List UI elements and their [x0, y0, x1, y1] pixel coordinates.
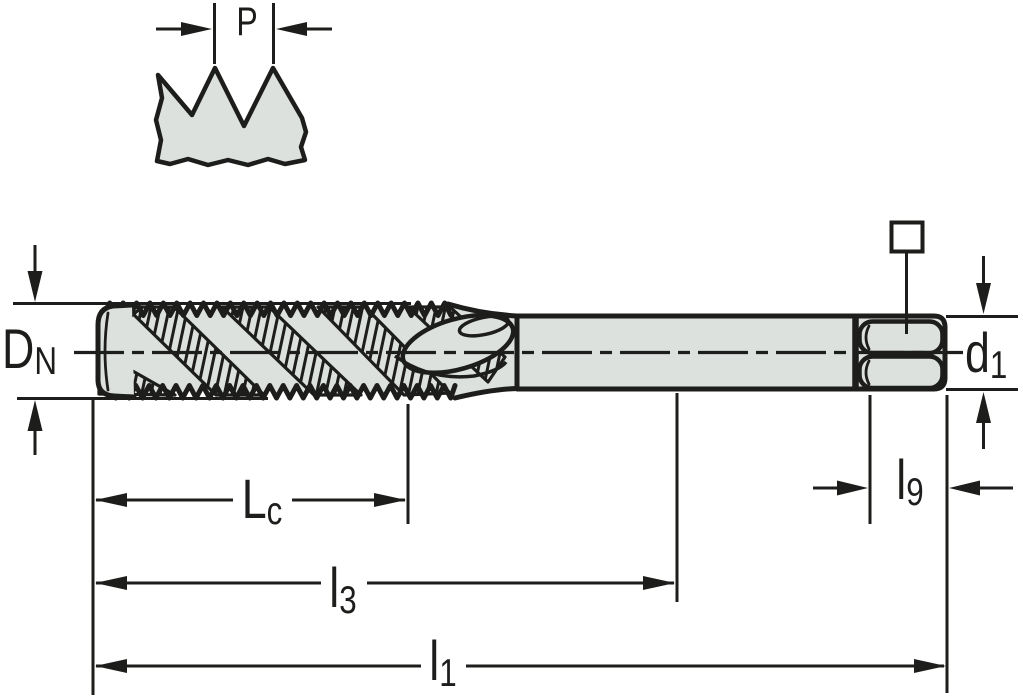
dimension-overall-length	[95, 395, 949, 693]
nominal-diameter-label-sub: N	[34, 340, 58, 384]
l3-arrowhead-left	[95, 576, 127, 590]
square-flat-bottom	[857, 354, 945, 391]
pitch-arrowhead-left	[181, 22, 212, 36]
l1-arrowhead-right	[914, 659, 946, 673]
chamfer-length-label-text: L	[241, 466, 267, 530]
d1-arrowhead-bottom	[976, 392, 991, 423]
thread-crest-top	[100, 300, 454, 318]
nominal-diameter-label: DN	[2, 320, 58, 384]
runout-lower-edge	[393, 354, 508, 379]
chamfer-length-label: Lc	[242, 470, 283, 534]
thread-profile-detail	[153, 3, 332, 168]
dimension-thread-length	[95, 393, 679, 602]
chamfer-length-label-sub: c	[266, 490, 283, 534]
overall-length-label-sub: 1	[439, 652, 457, 696]
d1-arrowhead-top	[976, 283, 991, 314]
l1-arrowhead-left	[95, 659, 127, 673]
thread-length-label-sub: 3	[339, 579, 357, 623]
dn-arrowhead-bottom	[27, 400, 43, 431]
thread-profile-shape	[153, 65, 309, 168]
pitch-arrowhead-right	[276, 22, 307, 36]
shank-diameter-label-sub: 1	[989, 344, 1008, 388]
lc-arrowhead-left	[95, 493, 127, 507]
runout-leaf-inner	[457, 314, 511, 338]
l9-arrowhead-right	[949, 480, 980, 496]
pitch-label: P	[236, 2, 257, 44]
square-flat-bottom-arc	[864, 359, 871, 386]
square-length-label-text: l	[896, 447, 907, 511]
dimension-chamfer-length	[91, 400, 410, 695]
square-symbol-icon	[889, 220, 925, 254]
square-flat-top	[857, 319, 945, 356]
l3-arrowhead-right	[643, 576, 675, 590]
pitch-label-text: P	[236, 0, 258, 44]
lc-arrowhead-right	[374, 493, 406, 507]
dimension-nominal-diameter	[13, 245, 411, 455]
flute-runout	[393, 313, 516, 379]
square-length-label: l9	[896, 451, 924, 515]
neck-bottom-edge	[452, 386, 520, 401]
square-length-label-sub: 9	[906, 471, 924, 515]
thread-length-label-text: l	[329, 555, 340, 619]
dn-arrowhead-top	[27, 271, 43, 302]
thread-crest-bottom	[106, 383, 458, 401]
shank-diameter-label-text: d	[965, 320, 990, 384]
nominal-diameter-label-text: D	[2, 316, 35, 380]
overall-length-label-text: l	[429, 628, 440, 692]
square-symbol-callout	[889, 220, 925, 334]
dimension-shank-diameter	[946, 256, 1018, 449]
l9-arrowhead-left	[837, 480, 868, 496]
dimension-square-length	[813, 395, 1013, 524]
thread-length-label: l3	[329, 559, 357, 623]
square-flat-top-arc	[864, 324, 871, 351]
overall-length-label: l1	[429, 632, 457, 696]
shank-diameter-label: d1	[965, 324, 1008, 388]
neck-top-edge	[445, 301, 520, 319]
tap-body	[74, 300, 963, 401]
